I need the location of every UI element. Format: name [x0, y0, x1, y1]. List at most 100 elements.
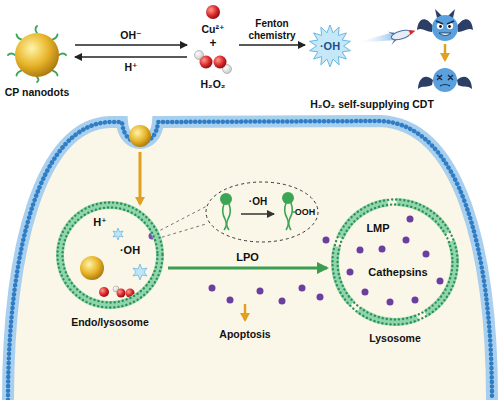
hydroxyl-burst — [113, 228, 147, 280]
cathepsin-dots — [209, 285, 216, 292]
arrow-label: H⁺ — [124, 61, 137, 73]
monster-cell — [439, 25, 442, 28]
rocket — [390, 39, 398, 45]
therapy-caption: H₂O₂ self-supplying CDT — [310, 98, 434, 110]
cp-nanodot — [8, 26, 66, 82]
outcome-label: Apoptosis — [219, 328, 270, 340]
apoptosis-arrow — [244, 304, 247, 320]
lipid-molecule — [223, 204, 227, 230]
peroxidized-lipid — [292, 211, 295, 213]
monster-cell — [457, 19, 473, 32]
cathepsin-dots — [407, 216, 414, 223]
hydrogen-peroxide-molecule — [214, 56, 227, 69]
cathepsin-dots — [412, 297, 419, 304]
cell-membrane — [8, 121, 492, 400]
cell-membrane — [8, 121, 492, 400]
cp-nanodot — [8, 26, 66, 82]
node-label: CP nanodots — [5, 86, 70, 98]
apoptosis-arrow — [245, 304, 246, 320]
peroxidation-arrow — [241, 214, 274, 215]
hydroxyl-burst — [133, 264, 147, 280]
kill-arrow — [444, 44, 447, 60]
node-label: ·OH — [249, 196, 267, 208]
node-text: LMP — [366, 222, 389, 235]
cp-nanodot — [59, 54, 66, 56]
cathepsin-dots — [357, 247, 364, 254]
rocket — [354, 24, 417, 45]
hydrogen-peroxide-molecule — [195, 51, 232, 74]
lipid-molecule — [220, 193, 232, 205]
cp-nanodot — [53, 35, 58, 40]
node-label: ·OH — [320, 40, 340, 53]
cp-nanodot — [17, 35, 22, 40]
nanodot-node: CP nanodots — [2, 28, 72, 106]
monster-cell — [439, 33, 451, 36]
cp-nanodot — [36, 26, 38, 33]
cathepsin-dots — [323, 237, 330, 244]
dead-monster-cell — [437, 75, 453, 80]
cathepsin-dots — [403, 237, 410, 244]
inset-outline — [206, 182, 318, 242]
plus-sign: + — [209, 37, 216, 51]
cp-nanodot — [8, 54, 15, 56]
cathepsin-dots — [209, 216, 444, 306]
reaction-arrow — [75, 44, 187, 45]
cathepsin-dots — [423, 251, 430, 258]
copper-ion — [206, 5, 220, 19]
endolysosome-circle-outline — [55, 200, 165, 334]
rocket — [388, 24, 418, 45]
endocytosis-arrow — [139, 152, 142, 204]
dead-monster-cell — [418, 68, 472, 92]
peroxidized-lipid — [289, 203, 293, 230]
kill-arrow — [445, 44, 446, 60]
reaction-arrow — [239, 44, 305, 45]
vesicle-membrane-heads — [338, 205, 453, 320]
endosome-nanodot — [80, 256, 104, 280]
lipid-peroxidation-inset: ·OH OOH — [204, 180, 320, 244]
reaction-arrow — [75, 56, 187, 57]
internalizing-nanodot — [129, 125, 151, 147]
cathepsin-dots — [347, 269, 354, 276]
arrow-label: Fenton chemistry — [242, 18, 302, 41]
cell-membrane — [8, 121, 492, 400]
rocket — [409, 28, 416, 34]
monster-cell — [436, 21, 454, 24]
peroxidized-lipid — [285, 203, 289, 230]
lipid-molecule — [220, 193, 232, 230]
cathepsin-dots — [387, 299, 394, 306]
peroxidized-lipid — [282, 192, 295, 230]
endosome-nanodot — [80, 256, 104, 280]
monster-cell — [448, 25, 451, 28]
vesicle-membrane-heads — [63, 208, 158, 303]
rocket — [354, 32, 396, 43]
node-text: OOH — [295, 207, 316, 217]
node-label: Cu²⁺ — [201, 23, 224, 35]
monster-cell — [417, 9, 473, 41]
monster-cell — [432, 15, 458, 41]
lipid-molecule — [227, 204, 231, 230]
cathepsin-dots — [317, 294, 324, 301]
vesicle-membrane — [335, 202, 455, 322]
cathepsin-dots — [362, 289, 369, 296]
dead-monster-cell — [457, 77, 472, 89]
endocytosis-arrow — [140, 152, 141, 204]
dead-monster-cell — [418, 77, 433, 89]
reaction-arrow — [168, 267, 327, 270]
hydroxyl-burst — [113, 228, 123, 240]
rocket — [388, 30, 396, 36]
hydrogen-peroxide-molecule — [200, 56, 213, 69]
cell-membrane — [8, 121, 492, 400]
vesicle-membrane-heads — [333, 200, 458, 325]
membrane-lipid-site — [155, 206, 207, 233]
cathepsin-dots — [437, 278, 444, 285]
cp-nanodot — [37, 77, 39, 82]
vesicle-membrane-heads — [58, 203, 163, 308]
node-text: ·OH — [120, 244, 140, 257]
peroxidation-arrow — [241, 213, 274, 214]
hydroxyl-radical-burst: ·OH — [308, 25, 352, 67]
copper-and-peroxide — [117, 289, 126, 298]
node-text: H₂O₂ — [200, 78, 225, 90]
arrow-label: LPO — [236, 251, 259, 264]
dead-monster-cell — [440, 85, 450, 87]
cathepsin-dots — [257, 288, 264, 295]
